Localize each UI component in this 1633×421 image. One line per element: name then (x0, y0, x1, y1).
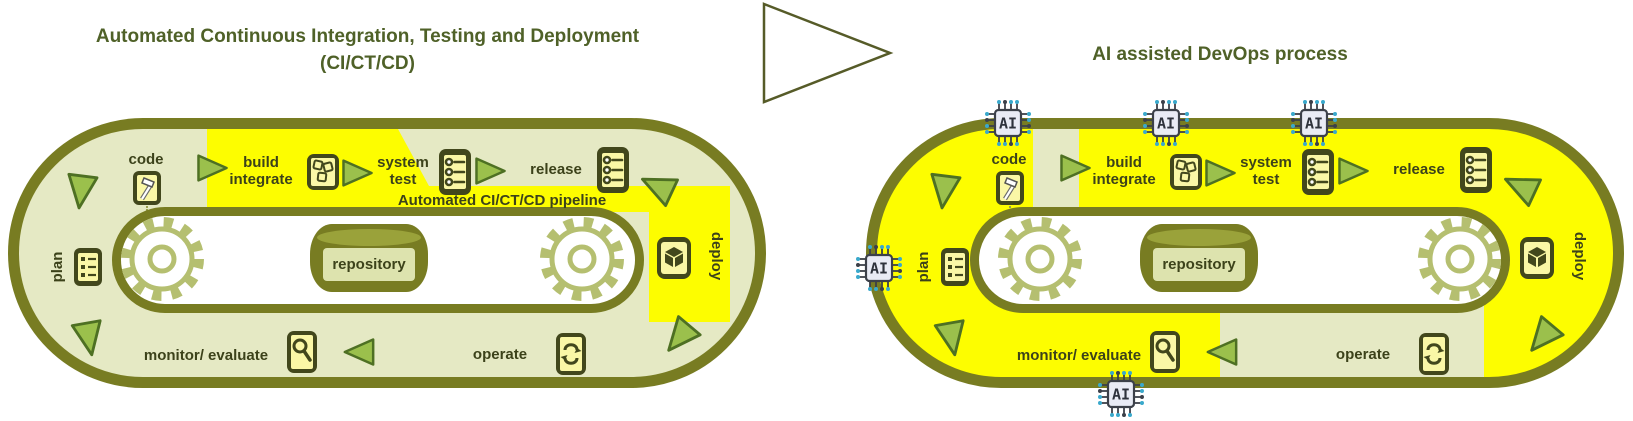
cylinder-top (317, 229, 421, 246)
repository-cylinder: repository (1140, 224, 1258, 292)
left-pipeline-loop: repository Automated CI/CT/CD pipeline p… (8, 118, 766, 388)
right-pipeline-loop: repository plan code (866, 118, 1624, 388)
flow-arrow (1530, 315, 1565, 352)
repository-label: repository (323, 248, 415, 281)
transition-arrow-icon (762, 2, 894, 104)
svg-text:AI: AI (1157, 115, 1175, 133)
code-hammer-icon (996, 171, 1024, 205)
right-title: AI assisted DevOps process (1092, 44, 1348, 65)
monitor-evaluate-label: monitor/ evaluate (143, 347, 269, 364)
gear-icon (998, 217, 1082, 301)
checklist-icon (1302, 149, 1334, 195)
integrate-pieces-icon (1170, 154, 1202, 190)
svg-text:AI: AI (870, 260, 888, 278)
flow-arrow (475, 157, 506, 185)
build-integrate-label: build integrate (1092, 154, 1156, 188)
operate-cycle-icon (1419, 333, 1449, 375)
deploy-package-icon (657, 237, 691, 279)
flow-arrow (342, 159, 373, 187)
ai-chip-icon: AI (985, 100, 1031, 146)
plan-label: plan (914, 251, 932, 283)
system-test-label: system test (377, 154, 429, 188)
monitor-magnifier-icon (1150, 331, 1180, 373)
operate-cycle-icon (556, 333, 586, 375)
code-label: code (128, 151, 164, 168)
pipeline-banner: Automated CI/CT/CD pipeline (397, 192, 607, 209)
cylinder-top (1147, 229, 1251, 246)
system-test-label: system test (1240, 154, 1292, 188)
ai-chip-icon: AI (1143, 100, 1189, 146)
left-title-line2: (CI/CT/CD) (320, 53, 415, 74)
operate-label: operate (472, 346, 528, 363)
flow-arrow (641, 177, 679, 208)
flow-arrow (197, 154, 228, 182)
release-label: release (1393, 161, 1445, 178)
checklist-icon (597, 147, 629, 193)
flow-arrow (1338, 157, 1369, 185)
svg-text:AI: AI (1112, 386, 1130, 404)
flow-arrow (343, 338, 375, 366)
operate-label: operate (1335, 346, 1391, 363)
release-label: release (530, 161, 582, 178)
build-integrate-label: build integrate (229, 154, 293, 188)
deploy-label: deploy (708, 231, 726, 281)
ai-chip-icon: AI (856, 245, 902, 291)
gear-icon (1418, 217, 1501, 301)
flow-arrow (70, 319, 102, 357)
checklist-icon (439, 149, 471, 195)
flow-arrow (67, 172, 99, 210)
ai-chip-icon: AI (1098, 371, 1144, 417)
repository-label: repository (1153, 248, 1245, 281)
checklist-icon (1460, 147, 1492, 193)
deploy-package-icon (1520, 237, 1554, 279)
flow-arrow (933, 319, 965, 357)
monitor-evaluate-label: monitor/ evaluate (1016, 347, 1142, 364)
flow-arrow (667, 315, 702, 352)
flow-arrow (930, 172, 962, 210)
plan-label: plan (48, 251, 66, 283)
svg-text:AI: AI (999, 115, 1017, 133)
svg-text:AI: AI (1305, 115, 1323, 133)
plan-list-icon (941, 248, 969, 286)
deploy-label: deploy (1571, 231, 1589, 281)
flow-arrow (1060, 154, 1091, 182)
ai-chip-icon: AI (1291, 100, 1337, 146)
integrate-pieces-icon (307, 154, 339, 190)
gear-icon (121, 217, 204, 301)
code-label: code (991, 151, 1027, 168)
code-hammer-icon (133, 171, 161, 205)
flow-arrow (1504, 177, 1542, 208)
flow-arrow (1206, 338, 1238, 366)
plan-list-icon (74, 248, 102, 286)
flow-arrow (1205, 159, 1236, 187)
gear-icon (540, 217, 624, 301)
repository-cylinder: repository (310, 224, 428, 292)
monitor-magnifier-icon (287, 331, 317, 373)
left-title-line1: Automated Continuous Integration, Testin… (95, 26, 640, 47)
